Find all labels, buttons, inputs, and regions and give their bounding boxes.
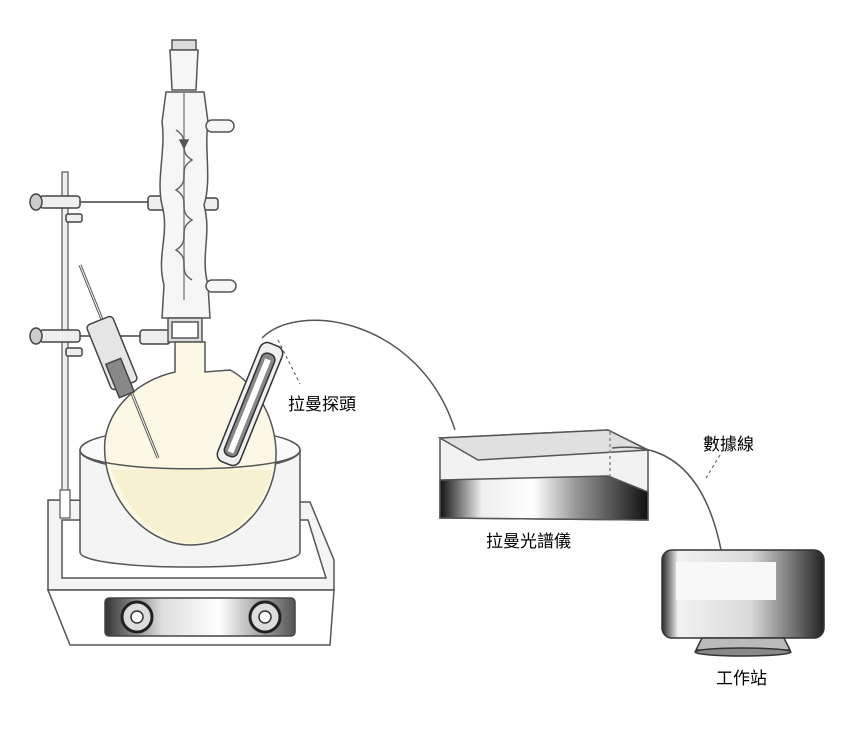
condenser (159, 39, 237, 343)
support-stand (59, 171, 71, 519)
raman-spectrometer-label: 拉曼光譜儀 (486, 532, 571, 552)
data-cable (611, 446, 723, 556)
water-bath-rim (79, 449, 301, 470)
three-neck-flask (103, 341, 277, 546)
workstation-computer (661, 549, 825, 657)
data-cable-label: 數據線 (703, 435, 754, 455)
data-cable-label-leader (705, 454, 721, 479)
raman-probe (216, 341, 284, 467)
probe-fiber (261, 319, 456, 431)
workstation-label: 工作站 (716, 669, 767, 689)
probe-label-leader (277, 339, 301, 385)
raman-probe-label: 拉曼探頭 (288, 395, 356, 415)
raman-spectrometer-device (437, 429, 651, 521)
thermometer (78, 264, 160, 459)
clamp-lower (29, 327, 171, 357)
